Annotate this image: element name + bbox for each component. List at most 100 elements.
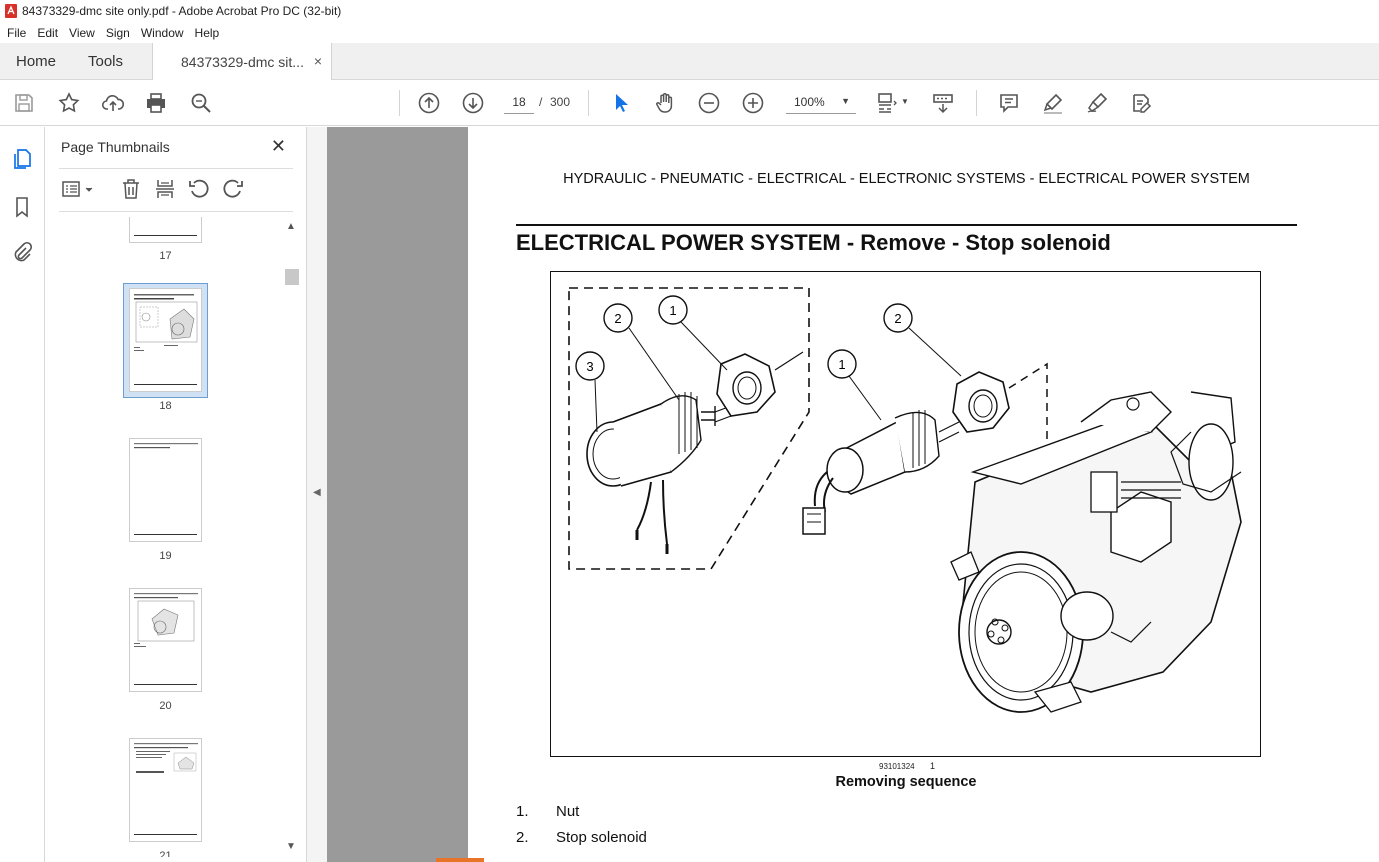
divider <box>59 168 293 169</box>
page-thumbnails-icon[interactable] <box>10 147 34 171</box>
page-heading: ELECTRICAL POWER SYSTEM - Remove - Stop … <box>516 230 1111 255</box>
scrollbar-thumb[interactable] <box>285 269 299 285</box>
hand-icon[interactable] <box>653 91 677 115</box>
chevron-down-icon[interactable]: ▼ <box>901 97 909 106</box>
thumb-footer-line <box>134 534 197 535</box>
zoom-value: 100% <box>794 95 825 109</box>
thumbnail-panel: Page Thumbnails ✕ 17 <box>45 127 307 862</box>
page-separator: / <box>539 95 543 109</box>
figure-number: 1 <box>930 761 936 771</box>
document-viewer: HYDRAULIC - PNEUMATIC - ELECTRICAL - ELE… <box>327 127 1379 862</box>
delete-icon[interactable] <box>119 177 143 201</box>
bookmark-star-icon[interactable] <box>57 91 81 115</box>
tab-home[interactable]: Home <box>16 53 57 70</box>
scroll-up-icon[interactable]: ▲ <box>286 221 296 232</box>
list-item-number: 1. <box>516 803 529 820</box>
attachment-icon[interactable] <box>10 241 34 265</box>
callout-3-detail: 3 <box>586 359 593 374</box>
page-number-input[interactable] <box>504 90 534 114</box>
main-toolbar <box>0 80 1379 126</box>
progress-indicator <box>436 858 484 862</box>
thumbnail-scrollbar[interactable]: ▲ ▼ <box>285 217 299 857</box>
fit-page-icon[interactable] <box>875 91 899 115</box>
list-item-number: 2. <box>516 829 529 846</box>
thumbnail-list: 17 18 <box>45 217 283 857</box>
thumb-footer-line <box>134 384 197 385</box>
scroll-down-icon[interactable]: ▼ <box>286 841 296 852</box>
navigation-rail <box>0 127 45 862</box>
select-arrow-icon[interactable] <box>609 91 633 115</box>
list-item-text: Stop solenoid <box>556 829 647 846</box>
thumbnail-label: 17 <box>159 250 172 262</box>
thumbnail-label: 21 <box>159 850 172 857</box>
list-item: 2. Stop solenoid <box>516 829 647 846</box>
tab-document[interactable]: 84373329-dmc sit... × <box>152 43 332 81</box>
thumbnail-page[interactable] <box>129 588 202 692</box>
tab-document-label: 84373329-dmc sit... <box>181 54 304 70</box>
tab-close-icon[interactable]: × <box>313 53 322 69</box>
callout-1-main: 1 <box>838 357 845 372</box>
thumbnail-page[interactable] <box>129 438 202 542</box>
thumbnail-label: 19 <box>159 550 172 562</box>
page-total: 300 <box>550 95 571 109</box>
acrobat-app-icon <box>5 4 17 18</box>
divider <box>59 211 293 212</box>
close-icon[interactable]: ✕ <box>270 136 286 156</box>
zoom-out-icon[interactable] <box>697 91 721 115</box>
menu-help[interactable]: Help <box>194 25 220 40</box>
zoom-in-icon[interactable] <box>741 91 765 115</box>
panel-title: Page Thumbnails <box>61 139 170 155</box>
extract-pages-icon[interactable] <box>153 177 177 201</box>
panel-gutter: ◀ <box>307 127 327 862</box>
tab-tools[interactable]: Tools <box>88 53 124 70</box>
menu-bar: File Edit View Sign Window Help <box>0 22 1379 43</box>
menu-window[interactable]: Window <box>140 25 184 40</box>
toolbar-separator <box>976 90 977 116</box>
collapse-panel-icon[interactable]: ◀ <box>313 487 321 498</box>
title-bar: 84373329-dmc site only.pdf - Adobe Acrob… <box>0 0 1379 22</box>
scroll-mode-icon[interactable] <box>931 91 955 115</box>
thumbnail-preview <box>134 743 198 773</box>
thumb-footer-line <box>134 834 197 835</box>
menu-file[interactable]: File <box>7 25 27 40</box>
callout-2-detail: 2 <box>614 311 621 326</box>
sign-icon[interactable] <box>1085 91 1109 115</box>
print-icon[interactable] <box>144 91 168 115</box>
callout-1-detail: 1 <box>669 303 676 318</box>
list-item: 1. Nut <box>516 803 579 820</box>
upload-icon[interactable] <box>101 91 125 115</box>
thumb-footer-line <box>134 235 197 236</box>
thumbnail-preview <box>134 443 198 449</box>
save-icon[interactable] <box>12 91 36 115</box>
callout-2-main: 2 <box>894 311 901 326</box>
thumb-footer-line <box>134 684 197 685</box>
toolbar-separator <box>399 90 400 116</box>
find-icon[interactable] <box>189 91 213 115</box>
menu-sign[interactable]: Sign <box>105 25 130 40</box>
next-page-icon[interactable] <box>461 91 485 115</box>
figure-caption: Removing sequence <box>835 774 977 790</box>
comment-icon[interactable] <box>997 91 1021 115</box>
highlight-icon[interactable] <box>1041 91 1065 115</box>
menu-view[interactable]: View <box>69 25 95 40</box>
thumbnail-label: 18 <box>159 400 172 412</box>
list-item-text: Nut <box>556 803 580 820</box>
tab-bar: Home Tools 84373329-dmc sit... × <box>0 43 1379 81</box>
edit-pdf-icon[interactable] <box>1129 91 1153 115</box>
rotate-left-icon[interactable] <box>187 177 211 201</box>
menu-edit[interactable]: Edit <box>37 25 59 40</box>
zoom-select[interactable]: 100% ▼ <box>786 90 856 114</box>
thumbnail-options-icon[interactable] <box>61 177 95 201</box>
rotate-right-icon[interactable] <box>221 177 245 201</box>
bookmarks-icon[interactable] <box>10 195 34 219</box>
thumbnail-label: 20 <box>159 700 172 712</box>
figure-code: 93101324 <box>879 762 915 771</box>
figure: 2 1 3 <box>550 271 1261 757</box>
toolbar-separator <box>588 90 589 116</box>
thumbnail-page[interactable] <box>129 738 202 842</box>
thumbnail-page-selected[interactable] <box>129 288 202 392</box>
prev-page-icon[interactable] <box>417 91 441 115</box>
pdf-page: HYDRAULIC - PNEUMATIC - ELECTRICAL - ELE… <box>468 127 1379 862</box>
thumbnail-page[interactable] <box>129 217 202 243</box>
page-header: HYDRAULIC - PNEUMATIC - ELECTRICAL - ELE… <box>563 171 1250 187</box>
